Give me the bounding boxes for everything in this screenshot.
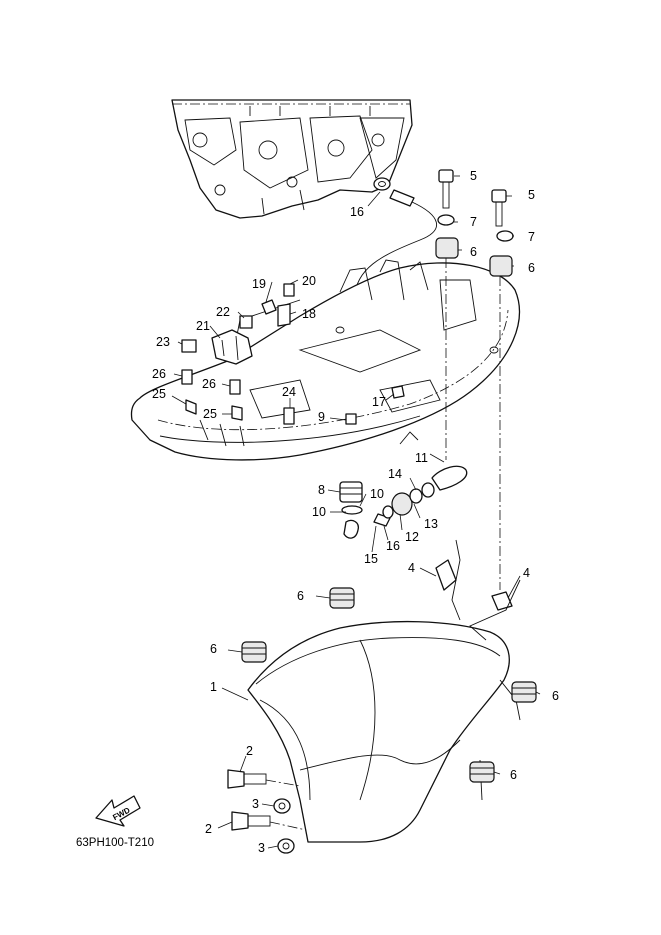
callout-10: 10 xyxy=(370,487,384,501)
engine-block xyxy=(171,99,413,219)
callout-8: 8 xyxy=(318,483,325,497)
callout-labels: 1 2 2 3 3 4 4 5 5 6 6 6 6 6 6 7 7 8 9 10… xyxy=(152,169,559,855)
callout-3: 3 xyxy=(252,797,259,811)
callout-6: 6 xyxy=(210,642,217,656)
bottom-cowling-tray xyxy=(130,259,521,461)
callout-4: 4 xyxy=(408,561,415,575)
callout-16: 16 xyxy=(386,539,400,553)
callout-16: 16 xyxy=(350,205,364,219)
callout-1: 1 xyxy=(210,680,217,694)
bracket-assembly xyxy=(181,283,405,425)
callout-4: 4 xyxy=(523,566,530,580)
leader-lines xyxy=(171,175,541,849)
fwd-arrow: FWD xyxy=(95,795,141,827)
callout-5: 5 xyxy=(470,169,477,183)
callout-15: 15 xyxy=(364,552,378,566)
callout-12: 12 xyxy=(405,530,419,544)
callout-14: 14 xyxy=(388,467,402,481)
callout-22: 22 xyxy=(216,305,230,319)
callout-7: 7 xyxy=(528,230,535,244)
callout-6: 6 xyxy=(510,768,517,782)
hose-fitting-top xyxy=(351,177,438,411)
bottom-cowling-shell xyxy=(247,539,521,843)
diagram-code: 63PH100-T210 xyxy=(76,837,154,849)
callout-6: 6 xyxy=(470,245,477,259)
callout-13: 13 xyxy=(424,517,438,531)
callout-21: 21 xyxy=(196,319,210,333)
callout-6: 6 xyxy=(552,689,559,703)
callout-26: 26 xyxy=(202,377,216,391)
callout-11: 11 xyxy=(415,451,428,465)
callout-26: 26 xyxy=(152,367,166,381)
callout-25: 25 xyxy=(152,387,166,401)
callout-7: 7 xyxy=(470,215,477,229)
callout-9: 9 xyxy=(318,410,325,424)
callout-10: 10 xyxy=(312,505,326,519)
callout-5: 5 xyxy=(528,188,535,202)
callout-3: 3 xyxy=(258,841,265,855)
callout-2: 2 xyxy=(205,822,212,836)
callout-17: 17 xyxy=(372,395,386,409)
callout-24: 24 xyxy=(282,385,296,399)
callout-25: 25 xyxy=(203,407,217,421)
callout-6: 6 xyxy=(528,261,535,275)
flush-hose-assembly xyxy=(339,453,468,539)
callout-20: 20 xyxy=(302,274,316,288)
callout-18: 18 xyxy=(302,307,316,321)
callout-23: 23 xyxy=(156,335,170,349)
lower-bolts-collars xyxy=(227,769,307,854)
callout-19: 19 xyxy=(252,277,266,291)
rubber-mounts xyxy=(241,587,537,783)
callout-6: 6 xyxy=(297,589,304,603)
callout-2: 2 xyxy=(246,744,253,758)
